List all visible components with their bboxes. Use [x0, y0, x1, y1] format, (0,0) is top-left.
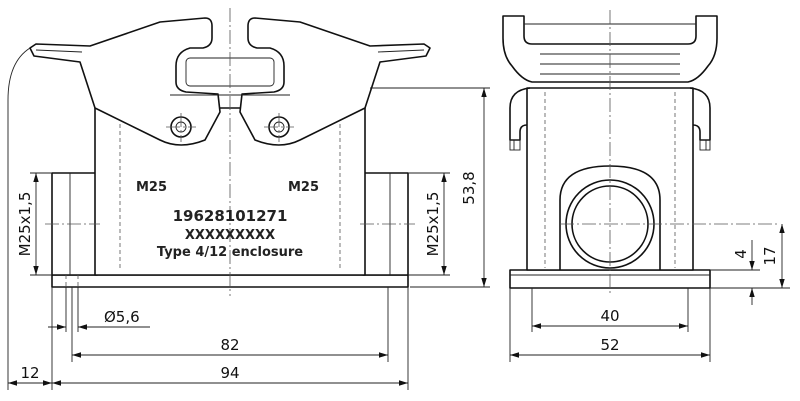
dim-side-small-height: 4 — [732, 249, 750, 259]
dim-thread-right: M25x1,5 — [424, 192, 442, 257]
dim-overall-width: 94 — [220, 364, 239, 382]
dim-height: 53,8 — [460, 171, 478, 204]
dim-thread-left: M25x1,5 — [16, 192, 34, 257]
dim-flange-offset: 12 — [20, 364, 39, 382]
placeholder-marking: XXXXXXXXX — [185, 228, 275, 243]
type-marking: Type 4/12 enclosure — [157, 245, 303, 260]
dim-side-base-outer: 52 — [600, 336, 619, 354]
front-latch-lever-left — [29, 17, 221, 146]
part-number-marking: 19628101271 — [173, 207, 288, 225]
dim-bolt-spacing: 82 — [220, 336, 239, 354]
thread-marking-left: M25 — [136, 180, 167, 195]
dim-hole-diameter: Ø5,6 — [104, 308, 140, 326]
dim-side-base-inner: 40 — [600, 307, 619, 325]
thread-marking-right: M25 — [288, 180, 319, 195]
front-latch-lever-right — [239, 17, 431, 146]
dim-side-entry-height: 17 — [761, 246, 779, 265]
front-view: M25 M25 19628101271 XXXXXXXXX Type 4/12 … — [7, 8, 490, 390]
side-view: 40 52 4 17 — [502, 10, 790, 362]
